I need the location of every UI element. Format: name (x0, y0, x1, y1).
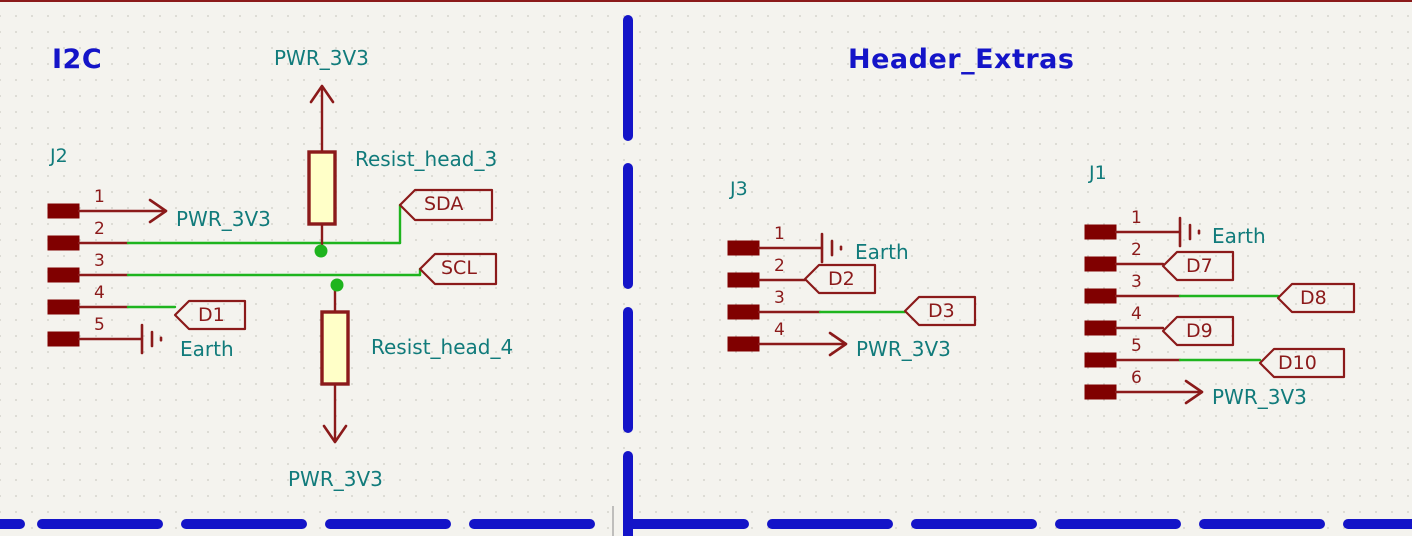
hlabel-d3-shape[interactable] (903, 295, 977, 327)
power-arrow-r4-bottom[interactable] (322, 424, 348, 444)
ref-label-j1[interactable]: J1 (1089, 162, 1107, 184)
pin-number-j3-1: 1 (774, 224, 785, 244)
pin-rect-j2-5[interactable] (47, 331, 80, 347)
earth-symbol-j1-1[interactable] (1178, 216, 1201, 248)
pin-number-j1-2: 2 (1131, 240, 1142, 260)
hlabel-label-d2[interactable]: D2 (828, 268, 855, 290)
ref-label-j2[interactable]: J2 (50, 145, 68, 167)
hlabel-label-d7[interactable]: D7 (1186, 255, 1213, 277)
pin-rect-j2-4[interactable] (47, 299, 80, 315)
power-arrow-j1-6[interactable] (1184, 379, 1204, 405)
pin-number-j2-1: 1 (94, 187, 105, 207)
hlabel-d9-shape[interactable] (1161, 315, 1235, 347)
pin-number-j3-4: 4 (774, 320, 785, 340)
pin-rect-j1-1[interactable] (1084, 224, 1117, 240)
pin-number-j2-4: 4 (94, 283, 105, 303)
power-port-label-j1-6[interactable]: PWR_3V3 (1212, 385, 1307, 409)
earth-port-label-j1-1[interactable]: Earth (1212, 224, 1266, 248)
hlabel-scl-shape[interactable] (418, 252, 498, 286)
pin-number-j1-5: 5 (1131, 336, 1142, 356)
pin-rect-j1-2[interactable] (1084, 256, 1117, 272)
ref-label-resist-head-4[interactable]: Resist_head_4 (371, 335, 514, 359)
power-port-label-j2-1[interactable]: PWR_3V3 (176, 207, 271, 231)
pin-rect-j2-1[interactable] (47, 203, 80, 219)
hlabel-label-d1[interactable]: D1 (198, 304, 225, 326)
earth-port-label-j2-5[interactable]: Earth (180, 337, 234, 361)
pin-number-j2-2: 2 (94, 219, 105, 239)
hlabel-label-d8[interactable]: D8 (1300, 287, 1327, 309)
sheet-top-border (0, 0, 1412, 2)
power-arrow-j3-4[interactable] (828, 331, 848, 357)
resistor-r3-body[interactable] (307, 150, 337, 226)
power-arrow-j2-1[interactable] (148, 198, 168, 224)
pin-rect-j1-3[interactable] (1084, 288, 1117, 304)
pin-rect-j3-2[interactable] (727, 272, 760, 288)
pin-number-j1-1: 1 (1131, 208, 1142, 228)
ref-label-resist-head-3[interactable]: Resist_head_3 (355, 147, 498, 171)
pin-number-j2-3: 3 (94, 251, 105, 271)
power-port-label-r4-bottom[interactable]: PWR_3V3 (288, 467, 383, 491)
pin-rect-j2-3[interactable] (47, 267, 80, 283)
resistor-r4-body[interactable] (320, 310, 350, 386)
hlabel-d2-shape[interactable] (803, 263, 877, 295)
pin-rect-j3-3[interactable] (727, 304, 760, 320)
hlabel-label-scl[interactable]: SCL (441, 257, 477, 279)
hlabel-label-d10[interactable]: D10 (1278, 352, 1317, 374)
pin-rect-j1-5[interactable] (1084, 352, 1117, 368)
junction-sda[interactable] (314, 244, 328, 258)
earth-symbol-j3-1[interactable] (820, 232, 843, 264)
sheet-title-i2c: I2C (52, 44, 103, 75)
hlabel-d8-shape[interactable] (1276, 282, 1356, 314)
pin-number-j1-3: 3 (1131, 272, 1142, 292)
pin-number-j3-2: 2 (774, 256, 785, 276)
earth-symbol-j2-5[interactable] (140, 323, 163, 355)
hlabel-label-d3[interactable]: D3 (928, 300, 955, 322)
pin-number-j2-5: 5 (94, 315, 105, 335)
pin-rect-j1-4[interactable] (1084, 320, 1117, 336)
hlabel-sda-shape[interactable] (398, 188, 494, 222)
hlabel-label-d9[interactable]: D9 (1186, 320, 1213, 342)
ref-label-j3[interactable]: J3 (730, 178, 748, 200)
pin-number-j3-3: 3 (774, 288, 785, 308)
hlabel-d1-shape[interactable] (173, 299, 247, 331)
pin-number-j1-4: 4 (1131, 304, 1142, 324)
hlabel-d7-shape[interactable] (1161, 250, 1235, 282)
pin-rect-j3-4[interactable] (727, 336, 760, 352)
hlabel-label-sda[interactable]: SDA (424, 193, 464, 215)
sheet-title-header-extras: Header_Extras (848, 44, 1075, 75)
hlabel-d10-shape[interactable] (1258, 347, 1346, 379)
pin-rect-j3-1[interactable] (727, 240, 760, 256)
earth-port-label-j3-1[interactable]: Earth (855, 240, 909, 264)
power-arrow-r3-top[interactable] (309, 84, 335, 104)
pin-number-j1-6: 6 (1131, 368, 1142, 388)
pin-rect-j1-6[interactable] (1084, 384, 1117, 400)
power-port-label-j3-4[interactable]: PWR_3V3 (856, 337, 951, 361)
junction-scl[interactable] (330, 278, 344, 292)
power-port-label-r3-top[interactable]: PWR_3V3 (274, 46, 369, 70)
pin-rect-j2-2[interactable] (47, 235, 80, 251)
